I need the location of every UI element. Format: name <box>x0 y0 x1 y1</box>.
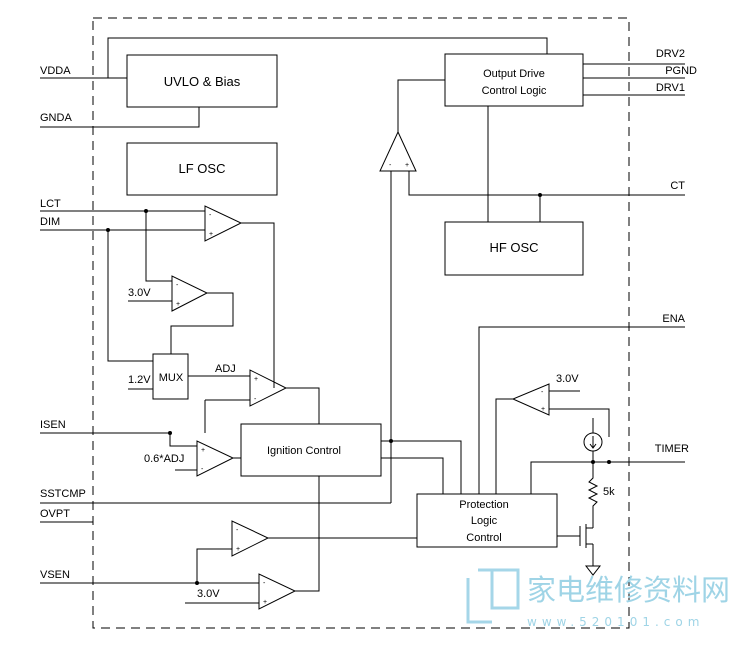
svg-text:+: + <box>209 231 213 238</box>
label-3v-lf: 3.0V <box>128 287 151 299</box>
pin-lct: LCT <box>40 198 61 210</box>
svg-text:-: - <box>541 389 544 396</box>
label-1v2: 1.2V <box>128 374 151 386</box>
output-drive-label-1: Output Drive <box>483 68 545 80</box>
protection-label-2: Logic <box>471 515 498 527</box>
svg-text:+: + <box>541 406 545 413</box>
comparator-isen: +- <box>196 440 235 477</box>
svg-text:+: + <box>263 599 267 606</box>
lf-osc-label: LF OSC <box>179 161 226 176</box>
comparator-vsen: -+ <box>258 573 297 610</box>
svg-text:+: + <box>405 162 409 169</box>
protection-label-3: Control <box>466 532 501 544</box>
svg-text:-: - <box>389 162 392 169</box>
watermark: 家电维修资料网 www.520101.com <box>466 568 730 629</box>
label-06adj: 0.6*ADJ <box>144 453 184 465</box>
svg-text:-: - <box>254 396 257 403</box>
output-drive-block: Output Drive Control Logic <box>444 53 584 107</box>
ignition-control-label: Ignition Control <box>267 445 341 457</box>
ignition-control-block: Ignition Control <box>240 423 382 477</box>
hf-osc-block: HF OSC <box>444 221 584 276</box>
pin-isen: ISEN <box>40 419 66 431</box>
mux-label: MUX <box>159 372 184 384</box>
label-5k: 5k <box>603 486 615 498</box>
mux-block: MUX <box>152 353 189 400</box>
watermark-logo-icon <box>466 568 520 624</box>
pin-ena: ENA <box>662 313 685 325</box>
comparator-3v-lf: -+ <box>171 275 209 312</box>
label-3v-timer: 3.0V <box>556 373 579 385</box>
svg-text:+: + <box>236 546 240 553</box>
comparator-lct: -+ <box>204 205 243 242</box>
pin-labels: VDDA GNDA LCT DIM ISEN SSTCMP OVPT VSEN … <box>40 48 697 581</box>
pin-gnda: GNDA <box>40 112 72 124</box>
pin-dim: DIM <box>40 216 60 228</box>
pin-vsen: VSEN <box>40 569 70 581</box>
uvlo-bias-block: UVLO & Bias <box>126 54 278 108</box>
comparator-timer-3v: -+ <box>511 383 550 416</box>
comparator-ovpt: -+ <box>231 520 270 557</box>
svg-text:+: + <box>254 376 258 383</box>
protection-logic-block: Protection Logic Control <box>416 493 558 548</box>
output-drive-label-2: Control Logic <box>482 85 547 97</box>
svg-text:+: + <box>201 447 205 454</box>
svg-text:-: - <box>209 212 212 219</box>
pin-pgnd: PGND <box>665 65 697 77</box>
pin-vdda: VDDA <box>40 65 71 77</box>
svg-text:+: + <box>176 301 180 308</box>
pin-drv2: DRV2 <box>656 48 685 60</box>
svg-text:-: - <box>263 580 266 587</box>
internal-labels: 3.0V 1.2V ADJ 0.6*ADJ 3.0V 3.0V 5k <box>128 287 615 600</box>
pin-timer: TIMER <box>655 443 689 455</box>
vco-triangle-up: -+ <box>379 130 417 172</box>
label-3v-vsen: 3.0V <box>197 588 220 600</box>
uvlo-bias-label: UVLO & Bias <box>164 74 241 89</box>
pin-ovpt: OVPT <box>40 508 70 520</box>
pin-sstcmp: SSTCMP <box>40 488 86 500</box>
svg-text:-: - <box>236 527 239 534</box>
pin-drv1: DRV1 <box>656 82 685 94</box>
amplifier-adj: +- <box>249 369 288 407</box>
lf-osc-block: LF OSC <box>126 142 278 196</box>
current-source-icon <box>583 432 603 452</box>
svg-text:-: - <box>201 466 204 473</box>
wires <box>40 37 685 604</box>
chip-boundary <box>92 17 630 629</box>
label-adj: ADJ <box>215 363 236 375</box>
svg-text:-: - <box>176 282 179 289</box>
hf-osc-label: HF OSC <box>489 240 538 255</box>
junction-dots <box>106 193 611 585</box>
pin-ct: CT <box>670 180 685 192</box>
protection-label-1: Protection <box>459 499 509 511</box>
watermark-url: www.520101.com <box>527 615 704 629</box>
watermark-cn: 家电维修资料网 <box>527 573 730 607</box>
